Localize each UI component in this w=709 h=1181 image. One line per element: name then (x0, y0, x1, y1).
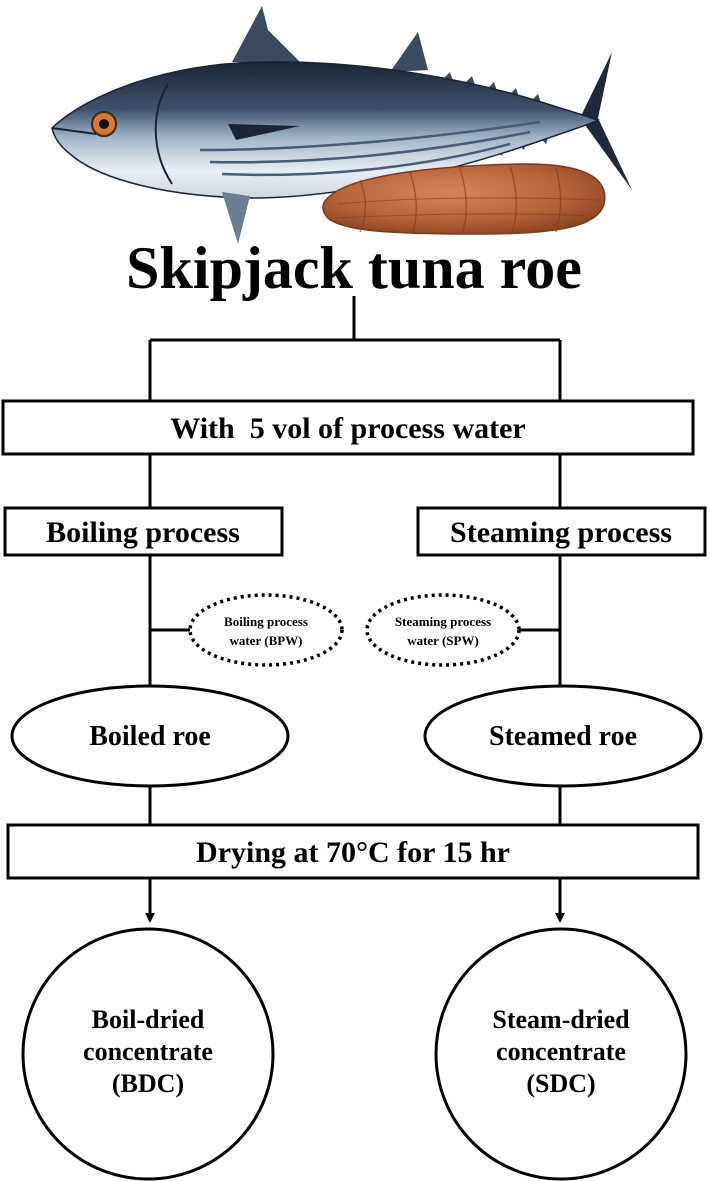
process-water-label: With 5 vol of process water (170, 412, 526, 445)
steaming-process-step: Steaming process (416, 506, 707, 557)
spw-node: Steaming process water (SPW) (365, 593, 521, 667)
gill-line (154, 83, 173, 185)
bdc-label-line1: Boil-dried (92, 1005, 205, 1034)
second-dorsal-fin (390, 32, 428, 72)
mouth (51, 127, 97, 135)
bpw-node: Boiling process water (BPW) (188, 593, 344, 667)
diagram-title: Skipjack tuna roe (126, 235, 582, 301)
tuna-fish-illustration (51, 6, 632, 244)
belly-stripe (221, 142, 511, 177)
sdc-label-line1: Steam-dried (492, 1005, 630, 1034)
fish-body (51, 61, 600, 199)
steaming-process-label: Steaming process (450, 516, 672, 549)
drying-label: Drying at 70°C for 15 hr (196, 836, 510, 869)
belly-stripe (199, 120, 541, 152)
sdc-label-line2: concentrate (496, 1037, 626, 1066)
bdc-node: Boil-dried concentrate (BDC) (21, 927, 275, 1181)
bpw-label-line2: water (BPW) (229, 633, 302, 648)
drying-step: Drying at 70°C for 15 hr (6, 823, 700, 880)
steamed-roe-label: Steamed roe (489, 721, 637, 752)
spw-label-line1: Steaming process (395, 614, 491, 629)
sdc-label-line3: (SDC) (526, 1069, 595, 1098)
pelvic-fin (222, 192, 250, 244)
bdc-label-line3: (BDC) (112, 1069, 184, 1098)
roe-illustration (322, 163, 606, 235)
boiled-roe-node: Boiled roe (10, 684, 290, 788)
sdc-node: Steam-dried concentrate (SDC) (434, 927, 688, 1181)
bdc-label-line2: concentrate (83, 1037, 213, 1066)
boiling-process-label: Boiling process (46, 516, 240, 549)
boiling-process-step: Boiling process (3, 506, 284, 557)
belly-stripe (209, 130, 531, 164)
boiled-roe-label: Boiled roe (89, 721, 211, 752)
fish-pupil (99, 119, 109, 129)
bpw-label-line1: Boiling process (224, 614, 308, 629)
dorsal-fin (232, 6, 300, 62)
process-water-step: With 5 vol of process water (1, 399, 695, 456)
connector-lines (145, 296, 565, 923)
pectoral-fin (228, 124, 300, 140)
spw-label-line2: water (SPW) (407, 633, 479, 648)
steamed-roe-node: Steamed roe (423, 684, 703, 788)
